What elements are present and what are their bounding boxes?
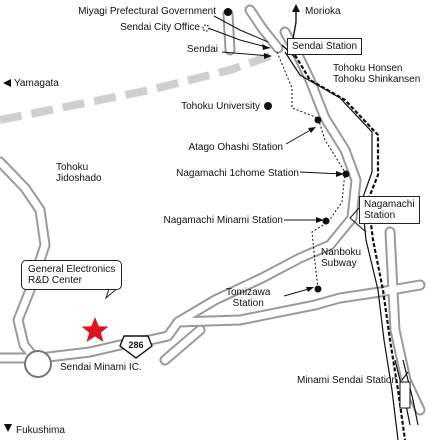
nanboku-subway-label: Nanboku Subway [321,247,362,269]
minami-sendai-platform [399,381,411,409]
place-markers [224,8,350,293]
minami-sendai-label: Minami Sendai Station [297,375,398,386]
tohoku-university-marker [264,102,272,110]
atago-ohashi-marker [314,116,322,124]
sendai-city-office-label: Sendai City Office [120,22,200,33]
roads-fill [0,6,424,414]
sendai-city-office-marker [202,24,210,32]
miyagi-gov-label: Miyagi Prefectural Government [78,6,216,17]
nanboku-subway-line [276,51,346,290]
sendai-minami-ic-label: Sendai Minami IC. [60,362,142,373]
nagamachi-1chome-marker [342,170,350,178]
yamagata-highway [0,52,272,124]
leader-lines [207,15,367,297]
morioka-label: Morioka [305,6,341,17]
leader-arrowheads [262,44,344,292]
nagamachi-station-box: Nagamachi Station [359,196,420,224]
route-286-label: 286 [128,340,144,350]
morioka-arrow [292,4,300,12]
interchange-ring [24,350,52,378]
star-marker [81,317,109,342]
nagamachi-minami-label: Nagamachi Minami Station [163,215,284,226]
atago-ohashi-label: Atago Ohashi Station [188,142,283,153]
nagamachi-minami-marker [322,217,330,225]
route-286-shield [119,335,153,359]
general-electronics-callout: General Electronics R&D Center [21,260,123,290]
yamagata-label: Yamagata [14,78,59,89]
sendai-label: Sendai [186,44,218,55]
tohoku-honsen-label: Tohoku Honsen Tohoku Shinkansen [333,63,421,85]
miyagi-gov-marker [224,8,232,16]
fukushima-arrow [4,424,12,432]
tomizawa-marker [314,285,322,293]
sendai-station-box: Sendai Station [287,38,363,55]
tohoku-jidoshado-label: Tohoku Jidoshado [56,162,102,184]
yamagata-arrow [3,79,11,87]
nagamachi-1chome-label: Nagamachi 1chome Station [176,168,299,179]
fukushima-label: Fukushima [16,425,65,436]
tomizawa-label: Tomizawa Station [226,287,271,309]
tohoku-university-label: Tohoku University [181,101,260,112]
